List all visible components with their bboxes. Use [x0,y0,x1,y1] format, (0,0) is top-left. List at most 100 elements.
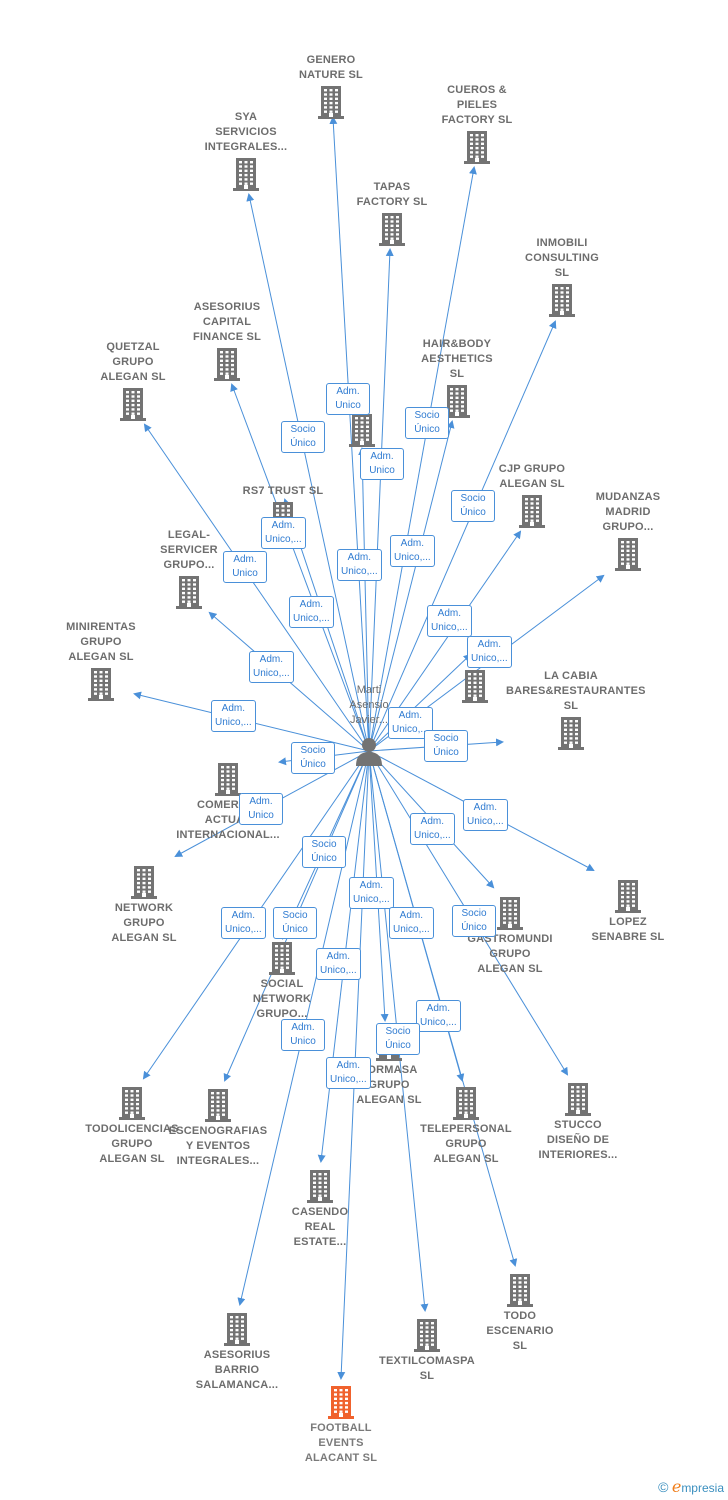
relation-tag[interactable]: Adm. Unico,... [427,605,472,637]
edge-taberna [358,447,370,752]
relation-tag[interactable]: Adm. Unico,... [221,907,266,939]
company-node-cueros[interactable]: CUEROS & PIELES FACTORY SL [412,83,542,166]
company-label: ESCENOGRAFIAS Y EVENTOS INTEGRALES... [168,1125,268,1167]
relation-tag[interactable]: Socio Único [376,1023,420,1055]
company-node-mudanzas[interactable]: MUDANZAS MADRID GRUPO... [563,490,693,573]
company-node-taberna[interactable]: TABERNA ALEGRIA SL [297,411,427,449]
relation-tag[interactable]: Socio Único [281,421,325,453]
company-label: ASESORIUS BARRIO SALAMANCA... [195,1349,279,1391]
copyright-brand: © empresia [658,1477,724,1496]
company-label: INMOBILI CONSULTING SL [525,237,599,279]
building-icon [214,348,240,381]
building-icon [328,1386,354,1419]
building-icon [615,538,641,571]
relation-tag[interactable]: Adm. Unico,... [390,535,435,567]
edge-hairbody [368,420,455,752]
relation-tag[interactable]: Adm. Unico,... [326,1057,371,1089]
company-node-telepersonal[interactable]: TELEPERSONAL GRUPO ALEGAN SL [401,1084,531,1167]
relation-tag[interactable]: Adm. Unico,... [349,877,394,909]
relation-tag[interactable]: Adm. Unico,... [467,636,512,668]
relation-tag[interactable]: Socio Único [424,730,468,762]
relation-tag[interactable]: Socio Único [291,742,335,774]
building-icon [205,1089,231,1122]
brand-logo-text: mpresia [681,1481,724,1495]
relation-tag[interactable]: Adm. Unico [281,1019,325,1051]
relation-tag[interactable]: Socio Único [302,836,346,868]
company-node-sya[interactable]: SYA SERVICIOS INTEGRALES... [181,110,311,193]
company-label: LOPEZ SENABRE SL [591,916,665,943]
building-icon [453,1087,479,1120]
company-node-escenografias[interactable]: ESCENOGRAFIAS Y EVENTOS INTEGRALES... [153,1086,283,1169]
relation-tag[interactable]: Adm. Unico [239,793,283,825]
company-node-football[interactable]: FOOTBALL EVENTS ALACANT SL [276,1383,406,1466]
building-icon [269,942,295,975]
company-node-lacabia[interactable]: LA CABIA BARES&RESTAURANTES SL [506,669,646,752]
relation-tag[interactable]: Adm. Unico,... [289,596,334,628]
company-node-network[interactable]: NETWORK GRUPO ALEGAN SL [79,863,209,946]
relation-tag[interactable]: Adm. Unico [326,383,370,415]
relation-tag[interactable]: Adm. Unico,... [316,948,361,980]
relation-tag[interactable]: Adm. Unico [360,448,404,480]
company-node-inmobili[interactable]: INMOBILI CONSULTING SL [497,236,627,319]
company-label: CJP GRUPO ALEGAN SL [498,463,566,490]
company-node-gastromundi[interactable]: GASTROMUNDI GRUPO ALEGAN SL [445,894,575,977]
company-node-minirentas[interactable]: MINIRENTAS GRUPO ALEGAN SL [36,620,166,703]
building-icon [119,1087,145,1120]
relation-tag[interactable]: Adm. Unico,... [249,651,294,683]
building-icon [318,86,344,119]
relation-tag[interactable]: Adm. Unico [223,551,267,583]
person-icon [356,738,382,766]
company-node-todolicencias[interactable]: TODOLICENCIAS GRUPO ALEGAN SL [67,1084,197,1167]
relation-tag[interactable]: Socio Único [452,905,496,937]
relation-tag[interactable]: Adm. Unico,... [410,813,455,845]
building-icon [224,1313,250,1346]
building-icon [120,388,146,421]
person-label: Marti Asensio Javier... [349,684,389,726]
company-label: LA CABIA BARES&RESTAURANTES SL [506,670,646,712]
company-label: TODO ESCENARIO SL [486,1310,554,1352]
company-node-todoescenario[interactable]: TODO ESCENARIO SL [455,1271,585,1354]
company-label: TAPAS FACTORY SL [356,181,428,208]
company-node-legal[interactable]: LEGAL- SERVICER GRUPO... [124,528,254,611]
relation-tag[interactable]: Adm. Unico,... [211,700,256,732]
company-node-genero[interactable]: GENERO NATURE SL [266,53,396,121]
company-label: SYA SERVICIOS INTEGRALES... [204,111,288,153]
edge-inmobili [368,320,557,752]
company-label: HAIR&BODY AESTHETICS SL [421,338,493,380]
relation-tag[interactable]: Adm. Unico,... [337,549,382,581]
company-node-textil[interactable]: TEXTILCOMASPA SL [362,1316,492,1384]
relation-tag[interactable]: Socio Único [273,907,317,939]
company-label: MINIRENTAS GRUPO ALEGAN SL [66,621,136,663]
company-node-tapas[interactable]: TAPAS FACTORY SL [327,180,457,248]
company-node-casendo[interactable]: CASENDO REAL ESTATE... [255,1167,385,1250]
company-node-stucco[interactable]: STUCCO DISEÑO DE INTERIORES... [513,1080,643,1163]
building-icon [88,668,114,701]
company-node-hairbody[interactable]: HAIR&BODY AESTHETICS SL [392,337,522,420]
company-node-lopez[interactable]: LOPEZ SENABRE SL [563,877,693,945]
edge-cueros [368,166,477,752]
company-node-soft[interactable]: SOFT SOLUTIONS [410,667,540,705]
building-icon [233,158,259,191]
edge-tapas [368,248,394,752]
building-icon [307,1170,333,1203]
company-node-asesorius_bs[interactable]: ASESORIUS BARRIO SALAMANCA... [172,1310,302,1393]
relation-tag[interactable]: Adm. Unico,... [389,907,434,939]
relation-tag[interactable]: Socio Único [451,490,495,522]
company-label: SOCIAL NETWORK GRUPO... [252,978,312,1020]
building-icon [379,213,405,246]
building-icon [507,1274,533,1307]
company-node-cjp[interactable]: CJP GRUPO ALEGAN SL [467,462,597,530]
relation-tag[interactable]: Adm. Unico,... [463,799,508,831]
building-icon [444,385,470,418]
company-node-quetzal[interactable]: QUETZAL GRUPO ALEGAN SL [68,340,198,423]
company-label: LEGAL- SERVICER GRUPO... [160,529,218,571]
relation-tag[interactable]: Adm. Unico,... [261,517,306,549]
building-icon [558,717,584,750]
building-icon [519,495,545,528]
company-node-social[interactable]: SOCIAL NETWORK GRUPO... [217,939,347,1022]
company-label: TEXTILCOMASPA SL [379,1355,475,1382]
relation-tag[interactable]: Socio Único [405,407,449,439]
company-node-asesorius_cf[interactable]: ASESORIUS CAPITAL FINANCE SL [162,300,292,383]
relation-tag[interactable]: Adm. Unico,... [416,1000,461,1032]
